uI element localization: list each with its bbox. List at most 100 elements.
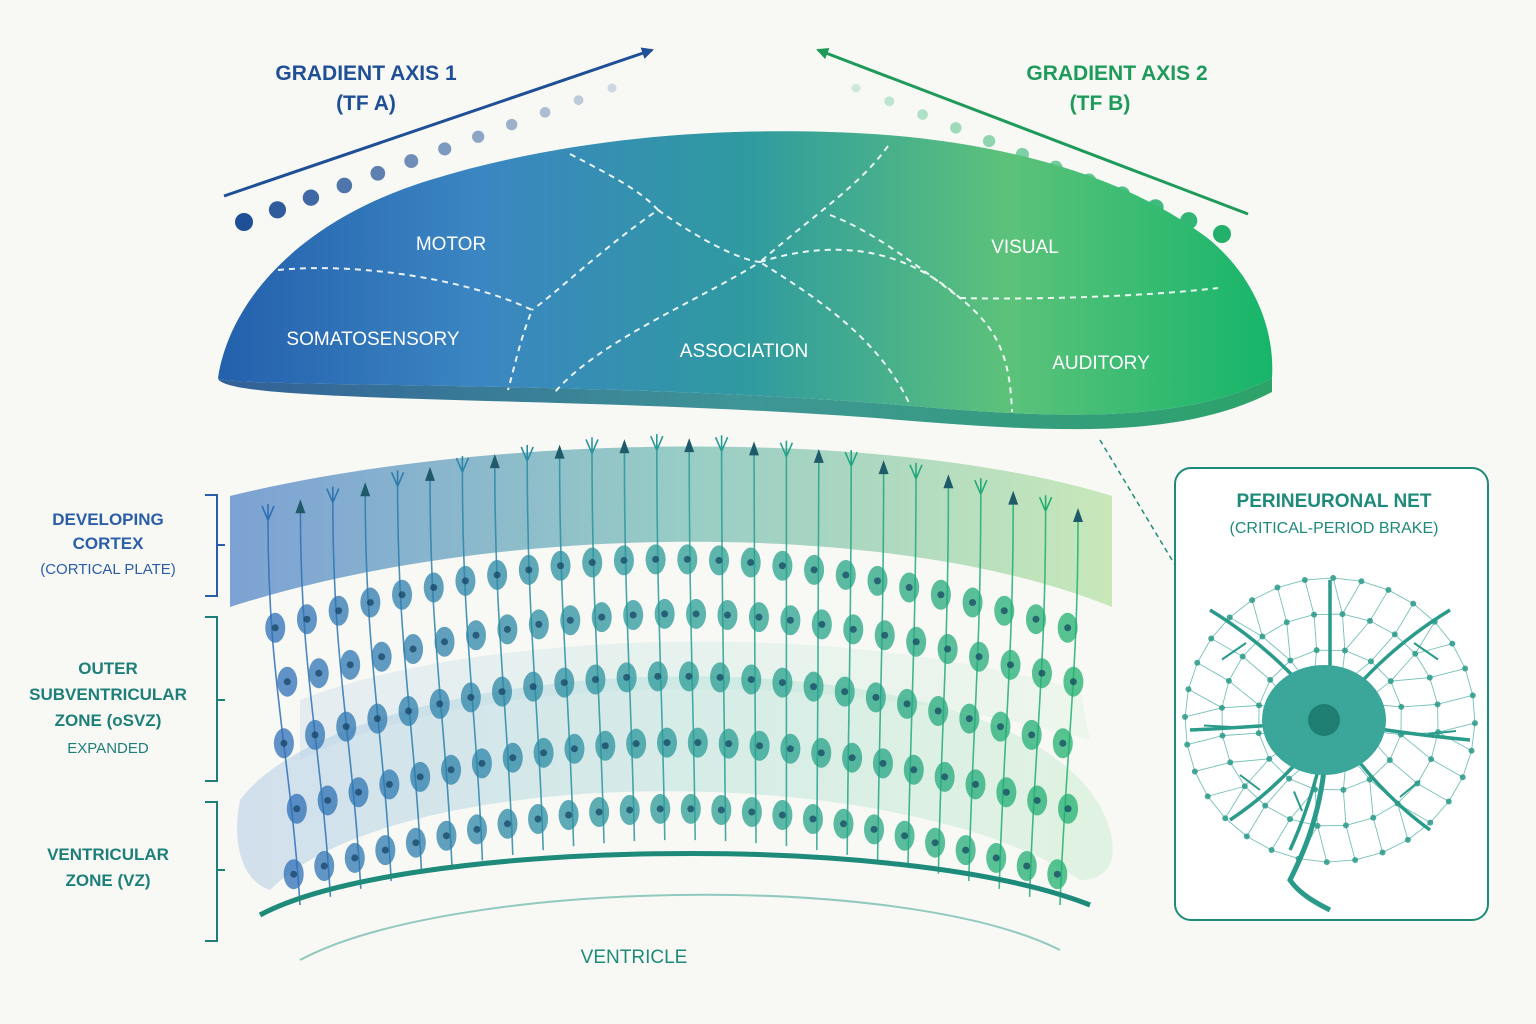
ventricle-outline	[299, 893, 1061, 961]
net-strand	[1264, 778, 1290, 806]
gradient-dot	[607, 83, 617, 93]
cortical-plate	[230, 446, 1112, 607]
cell-nucleus	[467, 693, 475, 701]
net-strand	[1416, 758, 1432, 784]
gradient-dot	[336, 177, 353, 194]
cell-nucleus	[881, 631, 889, 639]
vz-zone-glow	[237, 676, 1113, 890]
zone-label-osvz-line1: OUTER	[78, 659, 138, 678]
cell-nucleus	[747, 559, 755, 567]
net-strand	[1277, 579, 1305, 588]
radial-fiber	[429, 478, 453, 867]
net-node	[1471, 720, 1478, 727]
fiber-endfoot	[844, 450, 858, 467]
net-node	[1391, 631, 1398, 638]
cell-nucleus	[901, 832, 909, 840]
net-strand	[1382, 839, 1409, 853]
net-node	[1398, 703, 1405, 710]
net-strand	[1246, 836, 1272, 851]
gradient-dot	[884, 96, 895, 107]
net-strand	[1343, 779, 1370, 791]
radial-fiber	[396, 486, 423, 874]
fiber-endfoot	[520, 444, 534, 462]
cell-nucleus	[934, 707, 942, 715]
net-node	[1426, 674, 1433, 681]
net-node	[1283, 619, 1290, 626]
net-node	[1227, 759, 1234, 766]
fiber-endfoot	[261, 504, 275, 521]
cell-nucleus	[778, 562, 786, 570]
cell-nucleus	[442, 832, 450, 840]
gradient-dot	[950, 122, 962, 134]
net-node	[1225, 677, 1232, 684]
cell-nucleus	[817, 749, 825, 757]
fiber-endfoot	[455, 456, 470, 473]
net-strand	[1244, 785, 1266, 806]
cell-nucleus	[378, 653, 386, 661]
cell-nucleus	[715, 556, 723, 564]
cell-nucleus	[398, 591, 406, 599]
net-node	[1287, 657, 1294, 664]
area-label-visual: VISUAL	[991, 237, 1059, 258]
fiber-arrowhead	[619, 439, 630, 454]
radial-fiber	[846, 466, 852, 855]
dendrite-branch	[1427, 730, 1457, 735]
cell-nucleus	[1002, 788, 1010, 796]
cell-nucleus	[872, 693, 880, 701]
zone-label-vz-line1: VENTRICULAR	[47, 845, 169, 864]
net-node	[1358, 578, 1365, 585]
net-strand	[1262, 621, 1287, 637]
fiber-endfoot	[390, 470, 405, 487]
radial-fiber	[753, 453, 757, 844]
fiber-arrowhead	[425, 466, 435, 481]
progenitor-cells	[265, 544, 1084, 890]
net-strand	[1222, 732, 1259, 737]
cell-nucleus	[692, 610, 700, 618]
radial-fiber	[968, 494, 982, 882]
cell-nucleus	[747, 675, 755, 683]
cell-nucleus	[629, 611, 637, 619]
net-strand	[1251, 600, 1263, 637]
cell-nucleus	[293, 805, 301, 813]
net-node	[1342, 822, 1349, 829]
osvz-zone-glow	[300, 641, 1090, 760]
cell-nucleus	[566, 616, 574, 624]
net-strand	[1286, 622, 1291, 661]
net-node	[1274, 584, 1281, 591]
net-strand	[1430, 758, 1463, 778]
fiber-endfoot	[909, 462, 923, 480]
inset-connector-line	[1099, 439, 1176, 566]
area-label-somatosensory: SOMATOSENSORY	[286, 329, 459, 350]
net-strand	[1451, 643, 1466, 669]
net-strand	[1389, 734, 1402, 761]
fiber-endfoot	[326, 486, 340, 503]
net-strand	[1242, 636, 1263, 657]
ventricular-surface	[258, 851, 1091, 918]
net-strand	[1251, 587, 1278, 601]
net-node	[1262, 802, 1269, 809]
net-strand	[1229, 616, 1263, 637]
net-node	[1340, 786, 1347, 793]
cell-nucleus	[324, 796, 332, 804]
fiber-arrowhead	[684, 438, 695, 453]
cell-nucleus	[841, 688, 849, 696]
radial-fiber	[364, 494, 392, 882]
net-strand	[1197, 662, 1230, 682]
zone-label-cortex-line1: DEVELOPING	[52, 510, 163, 529]
net-strand	[1471, 723, 1476, 751]
net-node	[1256, 702, 1263, 709]
gradient-dot	[404, 154, 419, 169]
net-strand	[1184, 716, 1188, 745]
net-strand	[1288, 778, 1316, 790]
cell-nucleus	[905, 583, 913, 591]
gradient-dot	[1213, 225, 1231, 243]
net-node	[1341, 647, 1348, 654]
radial-fiber	[656, 450, 666, 841]
cell-nucleus	[525, 566, 533, 574]
gradient-dot	[438, 142, 452, 156]
net-strand	[1290, 649, 1317, 661]
net-strand	[1464, 668, 1474, 696]
net-node	[1185, 686, 1192, 693]
cell-nucleus	[725, 740, 733, 748]
zone-labels: DEVELOPING CORTEX (CORTICAL PLATE) OUTER…	[29, 494, 225, 942]
